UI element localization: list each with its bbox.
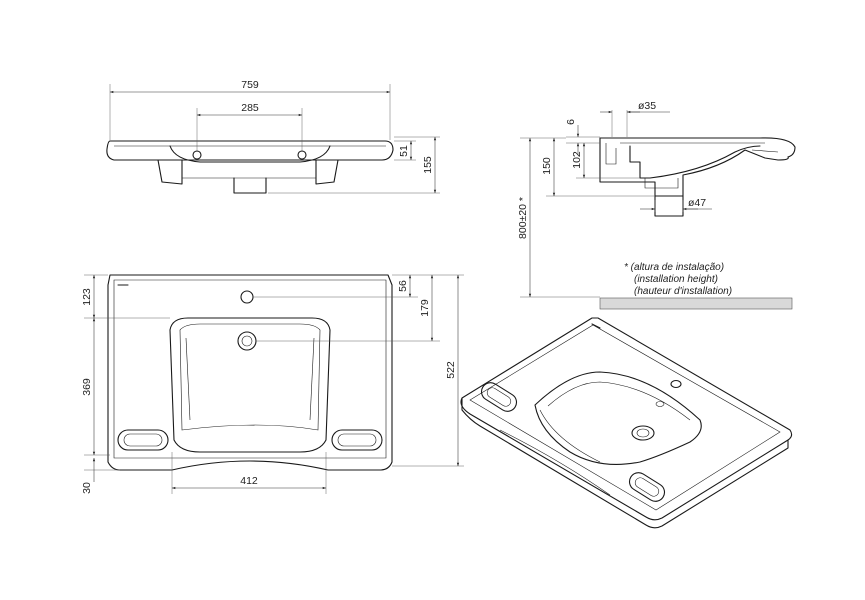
dim-plan-front: 30 xyxy=(81,482,93,494)
floor-line xyxy=(599,297,793,310)
plan-view: 123 369 30 56 179 522 412 xyxy=(81,274,464,494)
dim-section-rim: 6 xyxy=(565,119,577,125)
side-section: 6 ø35 102 150 ø47 800±20 * * (altura de … xyxy=(517,100,796,310)
dim-plan-tap-hole: 56 xyxy=(397,280,409,292)
dim-tap-spacing: 285 xyxy=(241,102,259,114)
dim-section-total-height: 150 xyxy=(541,157,553,175)
isometric-view xyxy=(460,317,793,529)
dim-rim-height: 51 xyxy=(398,145,410,157)
front-view: 759 285 51 155 xyxy=(106,79,440,194)
dim-plan-bowl-width: 412 xyxy=(240,475,258,487)
note-installation-en: (installation height) xyxy=(634,274,718,285)
dim-plan-drain: 179 xyxy=(419,299,431,317)
dim-plan-middle: 369 xyxy=(81,378,93,396)
dim-section-tap-hole: ø35 xyxy=(638,100,656,112)
note-installation-fr: (hauteur d'installation) xyxy=(634,286,732,297)
note-installation-pt: * (altura de instalação) xyxy=(624,262,724,273)
dim-top-width: 759 xyxy=(241,79,259,91)
dim-installation-height: 800±20 * xyxy=(517,197,529,239)
dim-section-drain: ø47 xyxy=(688,197,706,209)
dim-section-bowl-depth: 102 xyxy=(571,151,583,169)
dim-total-height: 155 xyxy=(422,156,434,174)
dim-plan-back-offset: 123 xyxy=(81,288,93,306)
dim-plan-depth: 522 xyxy=(445,361,457,379)
